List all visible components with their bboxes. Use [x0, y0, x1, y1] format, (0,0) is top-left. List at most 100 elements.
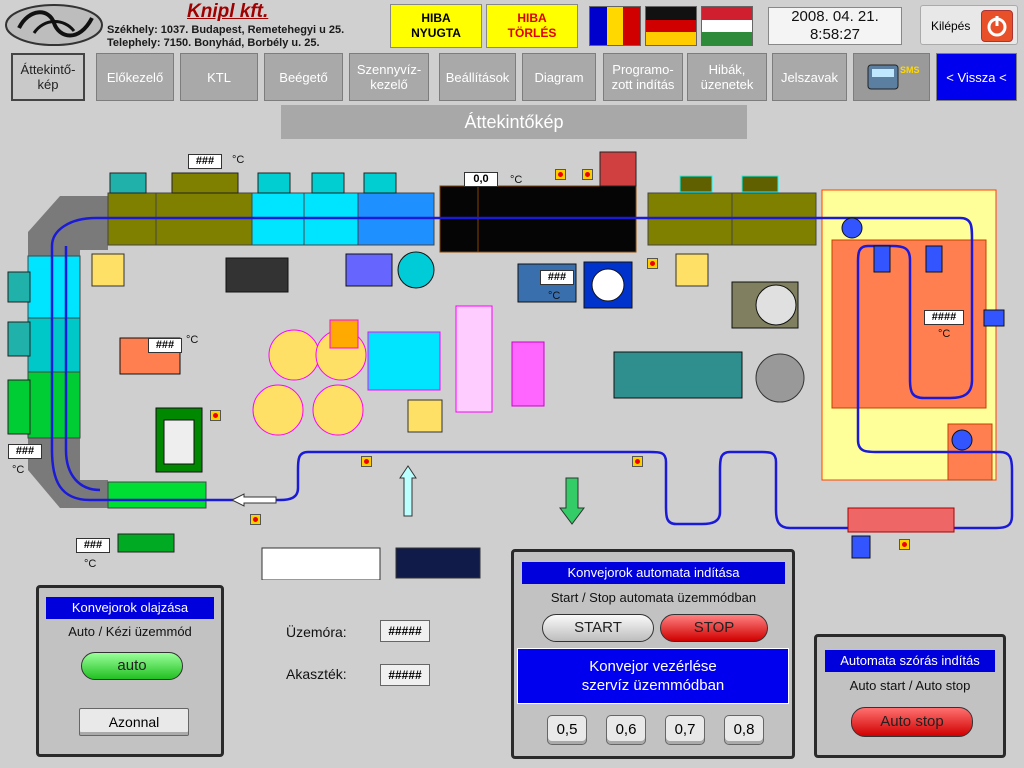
nav-diagram[interactable]: Diagram — [522, 53, 596, 101]
up-arrow — [399, 465, 417, 517]
temp-readout-bottom: ### — [76, 538, 110, 553]
nav-overview[interactable]: Áttekintő- kép — [11, 53, 85, 101]
tank — [27, 317, 81, 373]
company-logo — [5, 4, 103, 46]
temp-unit: °C — [232, 154, 245, 166]
status-indicator[interactable] — [647, 258, 658, 269]
pump — [171, 172, 239, 194]
machine — [345, 253, 393, 287]
spray-auto-stop-button[interactable]: Auto stop — [851, 707, 973, 737]
speed-button-06[interactable]: 0,6 — [606, 715, 646, 745]
company-name: Knipl kft. — [187, 1, 269, 22]
oiling-mode-label: Auto / Kézi üzemmód — [68, 624, 192, 639]
status-indicator[interactable] — [632, 456, 643, 467]
tank — [27, 371, 81, 439]
temp-readout-chiller: ### — [540, 270, 574, 285]
sms-phone-icon: SMS — [867, 64, 920, 90]
machine — [613, 351, 743, 399]
temp-readout-top: ### — [188, 154, 222, 169]
nav-programmed-start[interactable]: Programo- zott indítás — [603, 53, 683, 101]
tank-round — [397, 251, 435, 289]
status-indicator[interactable] — [582, 169, 593, 180]
service-mode-line2: szervíz üzemmódban — [581, 677, 725, 694]
pump — [741, 175, 779, 193]
tank — [27, 255, 81, 319]
nav-settings[interactable]: Beállítások — [439, 53, 516, 101]
oiling-auto-toggle[interactable]: auto — [81, 652, 183, 680]
date-text: 2008. 04. 21. — [791, 8, 879, 25]
plant-schematic — [7, 151, 1014, 580]
hanger-count-label: Akaszték: — [286, 666, 347, 682]
service-mode-banner[interactable]: Konvejor vezérlése szervíz üzemmódban — [517, 648, 789, 704]
status-indicator[interactable] — [899, 539, 910, 550]
header: Knipl kft. Székhely: 1037. Budapest, Rem… — [0, 0, 1024, 50]
status-indicator[interactable] — [361, 456, 372, 467]
temp-unit: °C — [12, 464, 25, 476]
platform — [675, 253, 709, 287]
temp-unit: °C — [84, 558, 97, 570]
platform — [407, 399, 443, 433]
oiling-panel-title: Konvejorok olajzása — [46, 597, 214, 619]
nav-wastewater[interactable]: Szennyvíz- kezelő — [349, 53, 429, 101]
conveyor-start-button[interactable]: START — [542, 614, 654, 642]
nav-errors-messages[interactable]: Hibák, üzenetek — [687, 53, 767, 101]
machine — [225, 257, 289, 293]
temp-readout-side: ### — [8, 444, 42, 459]
operating-hours-value: ##### — [380, 620, 430, 642]
service-mode-line1: Konvejor vezérlése — [589, 658, 717, 675]
machine — [395, 547, 481, 579]
status-indicator[interactable] — [250, 514, 261, 525]
temp-readout-ktl: 0,0 — [464, 172, 498, 187]
tank-round — [755, 353, 805, 403]
speed-button-05[interactable]: 0,5 — [547, 715, 587, 745]
temp-unit: °C — [548, 290, 561, 302]
nav-pretreatment[interactable]: Előkezelő — [96, 53, 174, 101]
conveyor-panel-title: Konvejorok automata indítása — [522, 562, 785, 584]
oiling-now-button[interactable]: Azonnal — [79, 708, 189, 736]
nav-curing-oven[interactable]: Beégető — [264, 53, 343, 101]
nav-passwords[interactable]: Jelszavak — [772, 53, 847, 101]
temp-readout-heater: ### — [148, 338, 182, 353]
ktl-unit — [599, 151, 637, 187]
status-indicator[interactable] — [210, 410, 221, 421]
hungarian-flag-button[interactable] — [701, 6, 753, 46]
date-time-display: 2008. 04. 21. 8:58:27 — [768, 7, 902, 45]
pump — [311, 172, 345, 194]
conveyor-panel: Konvejorok automata indítása Start / Sto… — [511, 549, 795, 759]
pump — [257, 172, 291, 194]
spray-panel-title: Automata szórás indítás — [825, 650, 995, 672]
fault-acknowledge-button[interactable]: HIBA NYUGTA — [390, 4, 482, 48]
temp-readout-oven: #### — [924, 310, 964, 325]
fault-clear-button[interactable]: HIBA TÖRLÉS — [486, 4, 578, 48]
loading-table — [261, 547, 381, 580]
page-title: Áttekintőkép — [281, 105, 747, 139]
heater-unit — [847, 507, 955, 533]
speed-button-08[interactable]: 0,8 — [724, 715, 764, 745]
nav-ktl[interactable]: KTL — [180, 53, 258, 101]
spray-panel: Automata szórás indítás Auto start / Aut… — [814, 634, 1006, 758]
exit-label: Kilépés — [931, 19, 971, 33]
pump — [363, 172, 397, 194]
exit-button[interactable]: Kilépés — [920, 5, 1018, 45]
german-flag-button[interactable] — [645, 6, 697, 46]
sms-label: SMS — [900, 65, 920, 75]
tank — [107, 481, 207, 509]
status-indicator[interactable] — [555, 169, 566, 180]
romanian-flag-button[interactable] — [589, 6, 641, 46]
hanger-count-value: ##### — [380, 664, 430, 686]
left-arrow — [230, 493, 277, 507]
speed-button-07[interactable]: 0,7 — [665, 715, 705, 745]
pump — [679, 175, 713, 193]
temp-unit: °C — [510, 174, 523, 186]
spray-mode-label: Auto start / Auto stop — [849, 678, 971, 693]
temp-unit: °C — [186, 334, 199, 346]
nav-sms[interactable]: SMS — [853, 53, 930, 101]
time-text: 8:58:27 — [809, 26, 861, 43]
address-site: Telephely: 7150. Bonyhád, Borbély u. 25. — [107, 37, 320, 49]
pump — [109, 172, 147, 194]
conveyor-stop-button[interactable]: STOP — [660, 614, 768, 642]
nav-back[interactable]: < Vissza < — [936, 53, 1017, 101]
down-arrow — [559, 477, 585, 525]
power-icon — [981, 10, 1013, 42]
conveyor-track — [50, 216, 1014, 530]
